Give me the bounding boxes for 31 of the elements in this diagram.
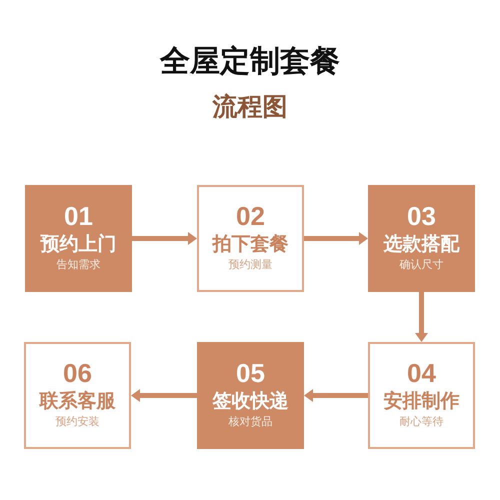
step-number: 03 bbox=[407, 203, 436, 229]
step-box bbox=[368, 342, 475, 449]
step-subtitle: 告知需求 bbox=[56, 259, 100, 270]
step-subtitle: 预约测量 bbox=[228, 259, 272, 270]
arrow bbox=[415, 292, 428, 342]
step-number: 06 bbox=[63, 360, 92, 386]
step-box bbox=[24, 342, 131, 449]
arrow bbox=[304, 232, 368, 245]
step-title: 签收快递 bbox=[212, 392, 288, 411]
subtitle: 流程图 bbox=[212, 94, 288, 119]
step-title: 安排制作 bbox=[384, 392, 460, 411]
step-number: 04 bbox=[407, 360, 436, 386]
step-box bbox=[25, 185, 132, 292]
step-subtitle: 耐心等待 bbox=[400, 416, 444, 427]
step-title: 拍下套餐 bbox=[212, 235, 288, 254]
step-subtitle: 核对货品 bbox=[228, 416, 272, 427]
arrow bbox=[131, 389, 197, 402]
step-number: 01 bbox=[64, 203, 93, 229]
step-box bbox=[368, 185, 475, 292]
step-title: 预约上门 bbox=[40, 235, 116, 254]
step-box bbox=[197, 185, 304, 292]
step-box bbox=[197, 342, 304, 449]
step-subtitle: 确认尺寸 bbox=[400, 259, 444, 270]
step-title: 选款搭配 bbox=[384, 235, 460, 254]
step-number: 05 bbox=[236, 360, 265, 386]
arrow bbox=[304, 389, 368, 402]
step-title: 联系客服 bbox=[40, 392, 116, 411]
arrow bbox=[132, 232, 197, 245]
title: 全屋定制套餐 bbox=[160, 47, 340, 77]
step-subtitle: 预约安装 bbox=[56, 416, 100, 427]
step-number: 02 bbox=[236, 203, 265, 229]
